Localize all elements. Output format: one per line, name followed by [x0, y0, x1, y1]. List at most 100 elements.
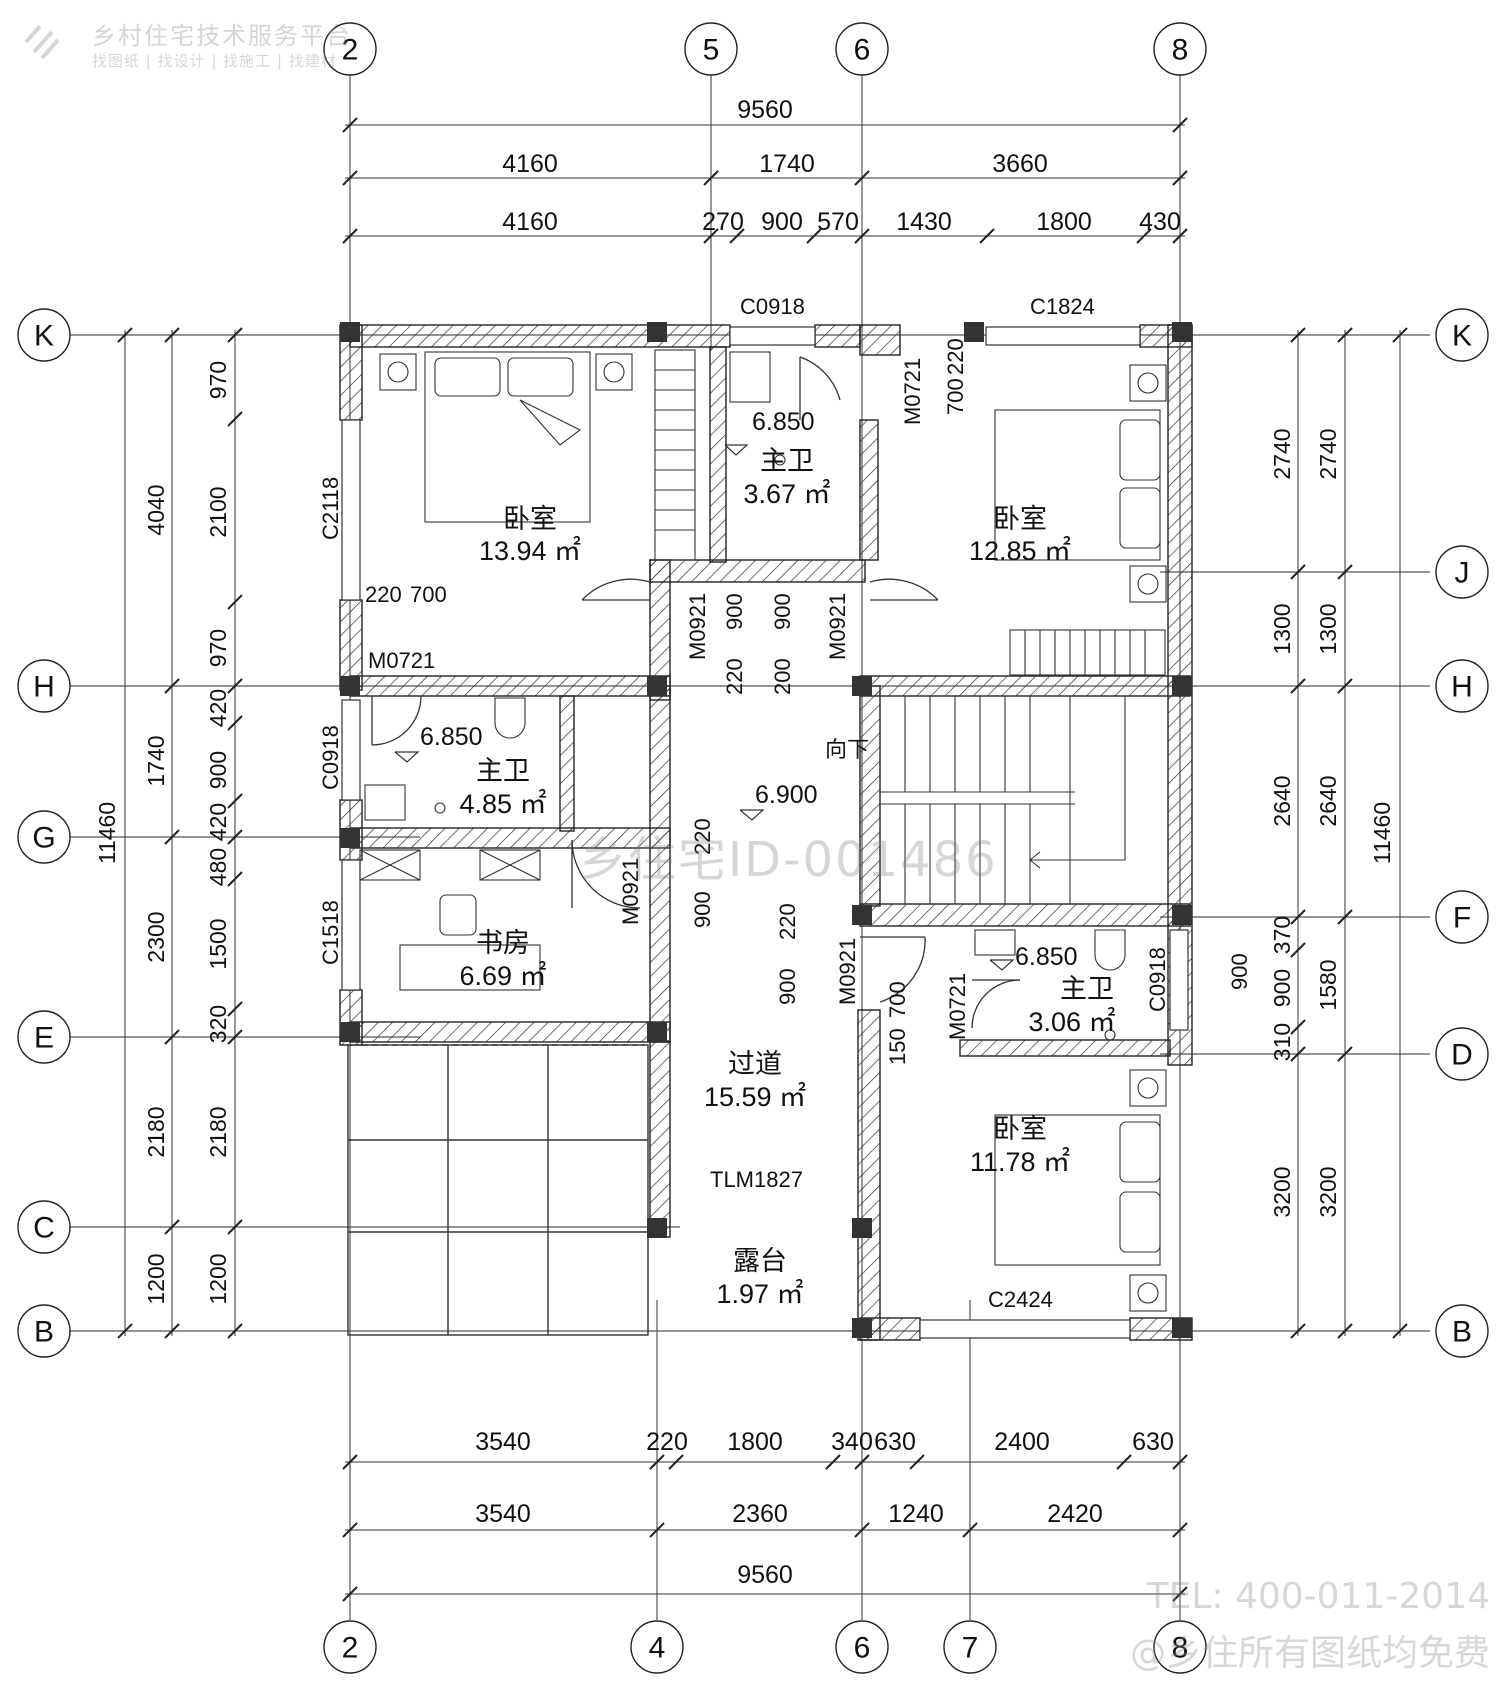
dim-bottom-row1: 630: [874, 1428, 916, 1456]
room-name: 过道: [728, 1049, 782, 1079]
watermark-subtitle: 找图纸 | 找设计 | 找施工 | 找建材: [92, 52, 337, 70]
opening-tags: C0918 C1824 C2118 M0721 C0918 C1518 M092…: [318, 294, 1170, 1312]
dim-bottom-row1: 3540: [475, 1428, 531, 1456]
axis-bubble-left-4: [17, 1010, 71, 1064]
room-area: 4.85 ㎡: [459, 789, 546, 819]
opening-tag: C0918: [318, 725, 343, 790]
axis-label-right: J: [1455, 557, 1470, 590]
axis-label-bottom: 8: [1172, 1632, 1189, 1665]
dim-bottom-row2: 1240: [888, 1500, 944, 1528]
dim-left-row3: 1200: [205, 1253, 231, 1304]
dim-bottom-row2: 2360: [732, 1500, 788, 1528]
axis-label-right: K: [1452, 320, 1472, 353]
opening-tag: C1824: [1030, 294, 1095, 319]
axis-label-left: K: [34, 320, 54, 353]
axis-label-bottom: 6: [854, 1632, 871, 1665]
dim-left-row3: 900: [205, 751, 231, 789]
room-area: 3.67 ㎡: [743, 479, 830, 509]
dim-top-row3: 1800: [1036, 208, 1092, 236]
dim-top-row2: 4160: [502, 150, 558, 178]
axis-label-right: F: [1453, 902, 1471, 935]
dim-left-total: 11460: [94, 802, 120, 864]
axis-bubble-right-3: [1435, 659, 1489, 713]
room-area: 15.59 ㎡: [704, 1082, 806, 1112]
dim-bottom-row2: 2420: [1047, 1500, 1103, 1528]
opening-tag: C0918: [740, 294, 805, 319]
dim-top-row3: 900: [761, 208, 803, 236]
dim-right-row2: 2740: [1315, 428, 1341, 479]
opening-tag: C2118: [318, 477, 343, 540]
furniture: [359, 349, 1167, 1312]
windows: [341, 326, 1189, 1339]
room-name: 主卫: [1060, 974, 1114, 1004]
opening-tag: TLM1827: [710, 1167, 803, 1192]
dim-right-row3: 1300: [1269, 603, 1295, 654]
room-area: 3.06 ㎡: [1028, 1007, 1115, 1037]
axis-bubble-bottom-3: [835, 1620, 889, 1674]
note-dim: 200: [770, 658, 795, 695]
dim-right-row3: 900: [1269, 969, 1295, 1007]
axis-bubble-left-2: [17, 659, 71, 713]
elevation-texts: 6.850 6.850 6.900 6.850: [420, 408, 1078, 971]
axis-bubble-top-3: [835, 22, 889, 76]
axis-label-bottom: 7: [962, 1632, 979, 1665]
dim-top-row2: 3660: [992, 150, 1048, 178]
dim-top-total: 9560: [737, 96, 793, 124]
dim-right-row3: 370: [1269, 916, 1295, 954]
dim-left-row3: 480: [205, 848, 231, 886]
note-dims: 220 700 900 900 220 200 900 220 900 220 …: [365, 338, 1252, 1065]
room-area: 6.69 ㎡: [459, 961, 546, 991]
dim-bottom-row1: 340: [831, 1428, 873, 1456]
dim-right-row2: 1300: [1315, 603, 1341, 654]
dim-right-row3: 3200: [1269, 1166, 1295, 1217]
axis-label-left: B: [34, 1316, 54, 1349]
axis-bubbles: [17, 22, 1489, 1674]
axis-bubble-right-6: [1435, 1304, 1489, 1358]
axis-labels: 2 5 6 8 2 4 6 7 8 K H G E C B K J H F D …: [32, 34, 1473, 1665]
opening-tag: M0921: [825, 593, 850, 660]
note-dim: 700: [943, 378, 968, 415]
axis-bubble-left-5: [17, 1200, 71, 1254]
watermark-code: 乡住宅ID-001486: [578, 832, 998, 888]
opening-tag: M0721: [368, 648, 435, 673]
elevation-label: 6.850: [1015, 943, 1078, 971]
room-name: 露台: [733, 1246, 787, 1276]
dim-left-row3: 2100: [205, 486, 231, 537]
watermark-logo: 乡村住宅技术服务平台 找图纸 | 找设计 | 找施工 | 找建材: [20, 14, 400, 74]
watermark-title: 乡村住宅技术服务平台: [92, 22, 352, 50]
axis-label-left: E: [34, 1022, 54, 1055]
dim-right-row3: 2640: [1269, 775, 1295, 826]
dim-bottom-row1: 220: [646, 1428, 688, 1456]
axis-bubble-left-6: [17, 1304, 71, 1358]
axis-label-right: H: [1451, 671, 1473, 704]
room-area: 1.97 ㎡: [716, 1279, 803, 1309]
room-name: 主卫: [760, 446, 814, 476]
dim-right-row2: 3200: [1315, 1166, 1341, 1217]
axis-bubble-right-5: [1435, 1027, 1489, 1081]
dim-left-row3: 2180: [205, 1106, 231, 1157]
structural-columns: [340, 322, 1192, 1338]
dim-top-row2: 1740: [759, 150, 815, 178]
axis-label-top: 6: [854, 34, 871, 67]
dimension-texts: 9560 4160 1740 3660 4160 270 900 570 143…: [475, 96, 1181, 1589]
note-dim: 700: [410, 582, 447, 607]
dimension-lines: [124, 124, 1401, 1595]
dim-right-total: 11460: [1369, 802, 1395, 864]
dim-left-row3: 1500: [205, 918, 231, 969]
axis-bubble-bottom-1: [323, 1620, 377, 1674]
dim-left-row2: 2300: [143, 911, 169, 962]
axis-label-bottom: 2: [342, 1632, 359, 1665]
dimension-ticks: [117, 117, 1408, 1602]
axis-bubble-left-3: [17, 810, 71, 864]
elevation-label: 6.850: [752, 408, 815, 436]
elevation-label: 6.850: [420, 723, 483, 751]
dim-bottom-row1: 630: [1132, 1428, 1174, 1456]
dim-right-row3: 310: [1269, 1023, 1295, 1061]
opening-tag: C2424: [988, 1287, 1053, 1312]
note-dim: 900: [770, 593, 795, 630]
watermark-free: @乡住所有图纸均免费: [1129, 1633, 1490, 1674]
axis-label-top: 8: [1172, 34, 1189, 67]
dim-top-row3: 570: [817, 208, 859, 236]
note-dim: 220: [775, 903, 800, 940]
room-area: 12.85 ㎡: [969, 536, 1071, 566]
